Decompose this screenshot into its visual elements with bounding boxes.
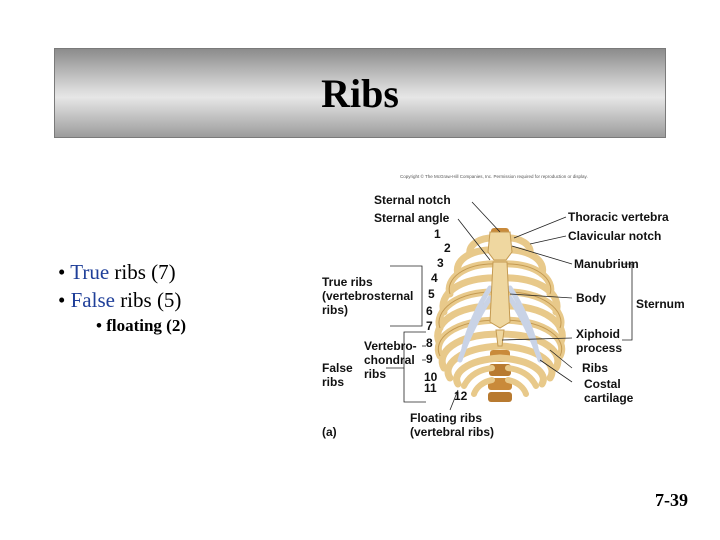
bullet-list: • True ribs (7) • False ribs (5) xyxy=(58,258,181,314)
label-vertebrochondral-2: chondral xyxy=(364,353,415,367)
title-banner xyxy=(54,48,666,138)
label-thoracic-vertebra: Thoracic vertebra xyxy=(568,210,669,224)
label-ribs: Ribs xyxy=(582,361,608,375)
label-clavicular-notch: Clavicular notch xyxy=(568,229,661,243)
slide-number: 7-39 xyxy=(655,490,688,510)
leader-lines xyxy=(386,201,633,411)
label-true-ribs-1: True ribs xyxy=(322,275,373,289)
bullet-keyword-false: False xyxy=(70,288,115,312)
bullet-false-ribs: • False ribs (5) xyxy=(58,286,181,314)
rib-number-6: 6 xyxy=(426,304,433,318)
rib-number-5: 5 xyxy=(428,287,435,301)
rib-cage-figure: Copyright © The McGraw-Hill Companies, I… xyxy=(322,173,685,439)
label-body: Body xyxy=(576,291,606,305)
costal-cartilage xyxy=(457,285,543,363)
slide-title: Ribs xyxy=(321,71,399,116)
label-manubrium: Manubrium xyxy=(574,257,639,271)
rib-numbers: 1 2 3 4 5 6 7 8 9 10 11 12 xyxy=(424,227,468,403)
rib-number-3: 3 xyxy=(437,256,444,270)
rib-number-8: 8 xyxy=(426,336,433,350)
bullet-text: ribs (5) xyxy=(114,288,182,312)
label-false-ribs-1: False xyxy=(322,361,353,375)
label-xiphoid-2: process xyxy=(576,341,622,355)
rib-number-9: 9 xyxy=(426,352,433,366)
label-panel-a: (a) xyxy=(322,425,337,439)
floating-ribs xyxy=(461,365,539,397)
label-vertebrochondral-1: Vertebro- xyxy=(364,339,417,353)
bullet-marker: • xyxy=(58,288,66,312)
label-sternal-angle: Sternal angle xyxy=(374,211,450,225)
label-sternal-notch: Sternal notch xyxy=(374,193,451,207)
label-true-ribs-3: ribs) xyxy=(322,303,348,317)
label-sternum: Sternum xyxy=(636,297,685,311)
rib-number-10: 10 xyxy=(424,370,438,384)
bullet-true-ribs: • True ribs (7) xyxy=(58,258,181,286)
rib-number-12: 12 xyxy=(454,389,468,403)
label-costal-1: Costal xyxy=(584,377,621,391)
bullet-keyword-true: True xyxy=(70,260,110,284)
label-xiphoid-1: Xiphoid xyxy=(576,327,620,341)
label-vertebrochondral-3: ribs xyxy=(364,367,386,381)
bullet-marker: • xyxy=(58,260,66,284)
label-true-ribs-2: (vertebrosternal xyxy=(322,289,413,303)
bullet-text: ribs (7) xyxy=(109,260,176,284)
label-floating-ribs-2: (vertebral ribs) xyxy=(410,425,494,439)
rib-number-11: 11 xyxy=(424,381,437,395)
sub-bullet-floating: • floating (2) xyxy=(96,316,186,335)
sternum xyxy=(487,231,513,347)
label-false-ribs-2: ribs xyxy=(322,375,344,389)
rib-number-2: 2 xyxy=(444,241,451,255)
rib-number-4: 4 xyxy=(431,271,438,285)
label-costal-2: cartilage xyxy=(584,391,634,405)
rib-number-7: 7 xyxy=(426,319,433,333)
copyright-notice: Copyright © The McGraw-Hill Companies, I… xyxy=(400,173,588,179)
rib-number-1: 1 xyxy=(434,227,441,241)
label-floating-ribs-1: Floating ribs xyxy=(410,411,482,425)
